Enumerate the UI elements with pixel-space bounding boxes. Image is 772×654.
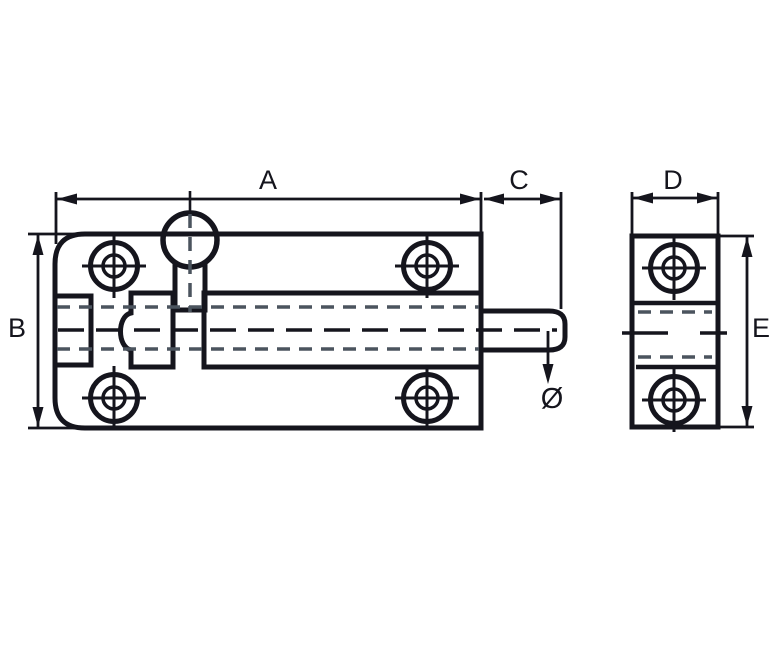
dimension-c: C [484,165,563,309]
arrowhead-right [460,193,480,205]
screw-hole-side-bottom [642,368,706,432]
label-dim-d: D [663,165,683,195]
screw-hole-top-left [82,234,146,298]
arrowhead-right [697,192,717,204]
keeper-bracket [55,293,94,368]
screw-hole-top-right [395,234,459,298]
arrowhead-down [542,364,554,384]
arrowhead-left [57,193,77,205]
arrowhead-left [633,192,653,204]
arrowhead-top [741,237,753,257]
label-diameter: Ø [541,383,564,415]
side-view [622,233,727,432]
label-dim-a: A [259,165,277,195]
slider-carriage [118,290,176,370]
barrel-outline [201,290,481,370]
bolt-rod [483,308,568,353]
front-view [52,210,568,431]
dimension-e: E [720,234,770,429]
label-dim-c: C [509,165,529,195]
arrowhead-right [540,193,560,205]
screw-hole-bottom-left [82,366,146,430]
diameter-callout: Ø [541,331,564,415]
label-dim-e: E [752,313,770,343]
arrowhead-bottom [32,407,44,427]
dimension-d: D [630,165,720,235]
arrowhead-bottom [741,406,753,426]
arrowhead-left [484,193,504,205]
dimension-b: B [8,232,90,430]
screw-hole-bottom-right [395,366,459,430]
label-dim-b: B [8,313,26,343]
arrowhead-top [32,235,44,255]
screw-hole-side-top [642,236,706,300]
